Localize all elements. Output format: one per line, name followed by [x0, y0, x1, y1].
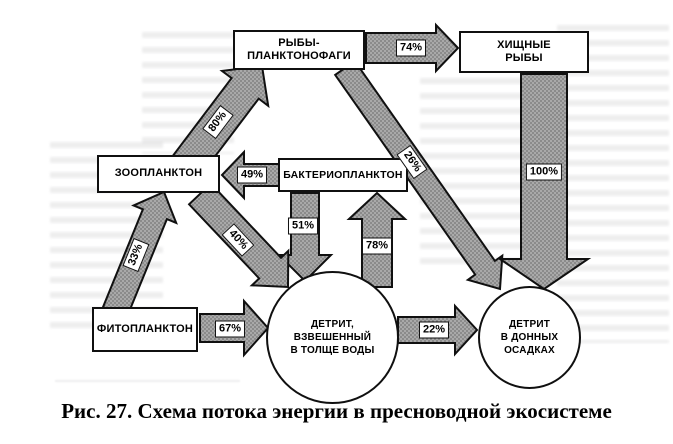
- node-label: В ДОННЫХ: [500, 332, 559, 343]
- node-detritus-bottom: ДЕТРИТ В ДОННЫХ ОСАДКАХ: [478, 286, 581, 389]
- bleed-through-text: [557, 25, 669, 343]
- node-label: ОСАДКАХ: [504, 345, 555, 356]
- flow-value-bacterioplankton-to-detritus-suspended: 51%: [287, 217, 319, 235]
- node-predatory-fish: ХИЩНЫЕ РЫБЫ: [459, 31, 589, 73]
- node-fish-planktivores: РЫБЫ- ПЛАНКТОНОФАГИ: [233, 30, 365, 70]
- node-bacterioplankton: БАКТЕРИОПЛАНКТОН: [278, 158, 408, 192]
- node-label: РЫБЫ-: [278, 36, 320, 49]
- node-detritus-suspended: ДЕТРИТ, ВЗВЕШЕННЫЙ В ТОЛЩЕ ВОДЫ: [266, 271, 399, 404]
- node-phytoplankton: ФИТОПЛАНКТОН: [92, 307, 198, 352]
- node-label: ДЕТРИТ: [508, 319, 551, 330]
- flow-value-detritus-suspended-to-detritus-bottom: 22%: [418, 321, 450, 339]
- node-label: ФИТОПЛАНКТОН: [96, 322, 194, 335]
- flow-value-bacterioplankton-to-zooplankton: 49%: [236, 166, 268, 184]
- node-label: ДЕТРИТ,: [310, 319, 355, 330]
- figure-caption: Рис. 27. Схема потока энергии в пресново…: [61, 399, 612, 423]
- arrow-predatory-to-detritus-bottom: [496, 73, 592, 291]
- node-label: БАКТЕРИОПЛАНКТОН: [283, 168, 403, 181]
- node-label: ЗООПЛАНКТОН: [114, 167, 203, 180]
- node-label: РЫБЫ: [505, 52, 543, 64]
- node-label: В ТОЛЩЕ ВОДЫ: [290, 345, 375, 356]
- node-label: ХИЩНЫЕ: [497, 38, 551, 51]
- flow-value-fish-to-predatory: 74%: [395, 39, 427, 57]
- bleed-through-line: [55, 380, 240, 382]
- node-label: ПЛАНКТОНОФАГИ: [247, 50, 351, 62]
- flow-value-predatory-to-detritus-bottom: 100%: [525, 163, 563, 181]
- flow-value-detritus-suspended-to-bacterioplankton: 78%: [361, 237, 393, 255]
- flow-value-phytoplankton-to-detritus-suspended: 67%: [214, 320, 246, 338]
- node-zooplankton: ЗООПЛАНКТОН: [97, 155, 220, 193]
- node-label: ВЗВЕШЕННЫЙ: [293, 332, 372, 343]
